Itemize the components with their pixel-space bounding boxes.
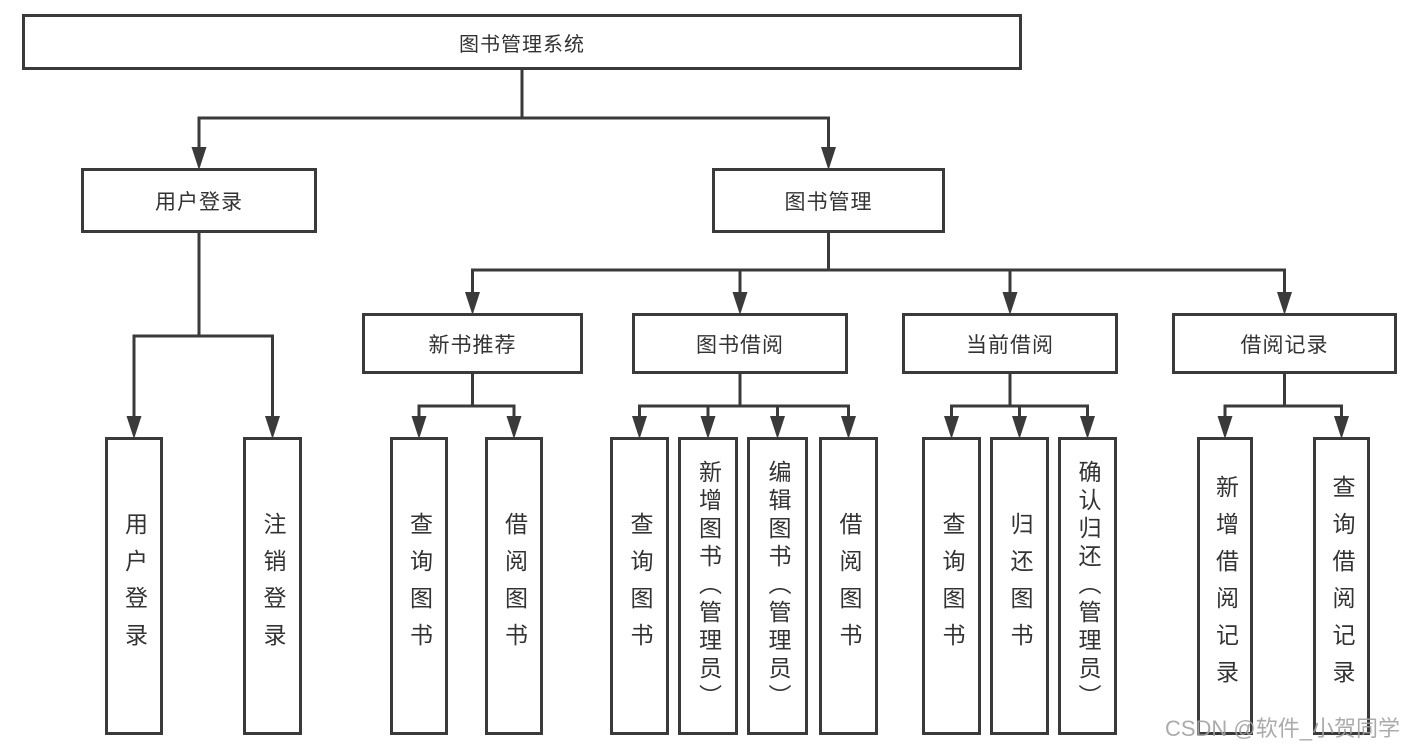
node-leaf-query-books-borrow: 查询图书 bbox=[610, 437, 669, 735]
node-label-leaf-user-login: 用户登录 bbox=[121, 512, 148, 660]
node-label-leaf-borrow-books-borrow: 借阅图书 bbox=[836, 512, 862, 660]
node-leaf-add-borrow-record: 新增借阅记录 bbox=[1197, 437, 1253, 735]
node-label-borrow-records: 借阅记录 bbox=[1240, 333, 1329, 357]
node-label-leaf-add-borrow-record: 新增借阅记录 bbox=[1212, 475, 1239, 697]
node-label-leaf-query-books-borrow: 查询图书 bbox=[627, 512, 653, 660]
node-book-mgmt: 图书管理 bbox=[712, 168, 945, 233]
node-label-leaf-return-books: 归还图书 bbox=[1007, 512, 1033, 660]
node-label-leaf-confirm-return: 确认归还（管理员） bbox=[1075, 460, 1101, 712]
node-label-leaf-add-books-admin: 新增图书（管理员） bbox=[695, 460, 722, 712]
node-new-book-rec: 新书推荐 bbox=[362, 313, 583, 374]
node-leaf-query-borrow-record: 查询借阅记录 bbox=[1313, 437, 1370, 735]
node-label-book-borrow: 图书借阅 bbox=[696, 333, 784, 357]
node-label-leaf-borrow-books-new: 借阅图书 bbox=[501, 512, 528, 660]
node-leaf-return-books: 归还图书 bbox=[990, 437, 1049, 735]
node-book-borrow: 图书借阅 bbox=[632, 313, 848, 374]
node-label-leaf-query-books-current: 查询图书 bbox=[939, 512, 965, 660]
node-leaf-add-books-admin: 新增图书（管理员） bbox=[678, 437, 738, 735]
node-leaf-borrow-books-new: 借阅图书 bbox=[485, 437, 543, 735]
node-label-user-login: 用户登录 bbox=[155, 190, 243, 214]
node-label-new-book-rec: 新书推荐 bbox=[428, 333, 517, 357]
node-root: 图书管理系统 bbox=[22, 14, 1022, 70]
node-user-login: 用户登录 bbox=[81, 168, 317, 233]
node-leaf-edit-books-admin: 编辑图书（管理员） bbox=[747, 437, 808, 735]
node-borrow-records: 借阅记录 bbox=[1172, 313, 1397, 374]
node-leaf-borrow-books-borrow: 借阅图书 bbox=[819, 437, 878, 735]
node-leaf-user-login: 用户登录 bbox=[105, 437, 163, 735]
node-leaf-query-books-new: 查询图书 bbox=[390, 437, 448, 735]
node-leaf-logout: 注销登录 bbox=[243, 437, 302, 735]
node-label-leaf-logout: 注销登录 bbox=[260, 512, 286, 660]
node-label-leaf-query-borrow-record: 查询借阅记录 bbox=[1329, 475, 1355, 697]
node-label-book-mgmt: 图书管理 bbox=[784, 190, 873, 214]
node-label-leaf-edit-books-admin: 编辑图书（管理员） bbox=[765, 460, 791, 712]
node-leaf-query-books-current: 查询图书 bbox=[922, 437, 981, 735]
node-current-borrow: 当前借阅 bbox=[902, 313, 1118, 374]
watermark: CSDN @软件_小贺同学 bbox=[1164, 716, 1400, 741]
node-label-leaf-query-books-new: 查询图书 bbox=[406, 512, 433, 660]
node-leaf-confirm-return: 确认归还（管理员） bbox=[1058, 437, 1117, 735]
node-label-root: 图书管理系统 bbox=[459, 33, 585, 56]
node-label-current-borrow: 当前借阅 bbox=[966, 333, 1054, 357]
